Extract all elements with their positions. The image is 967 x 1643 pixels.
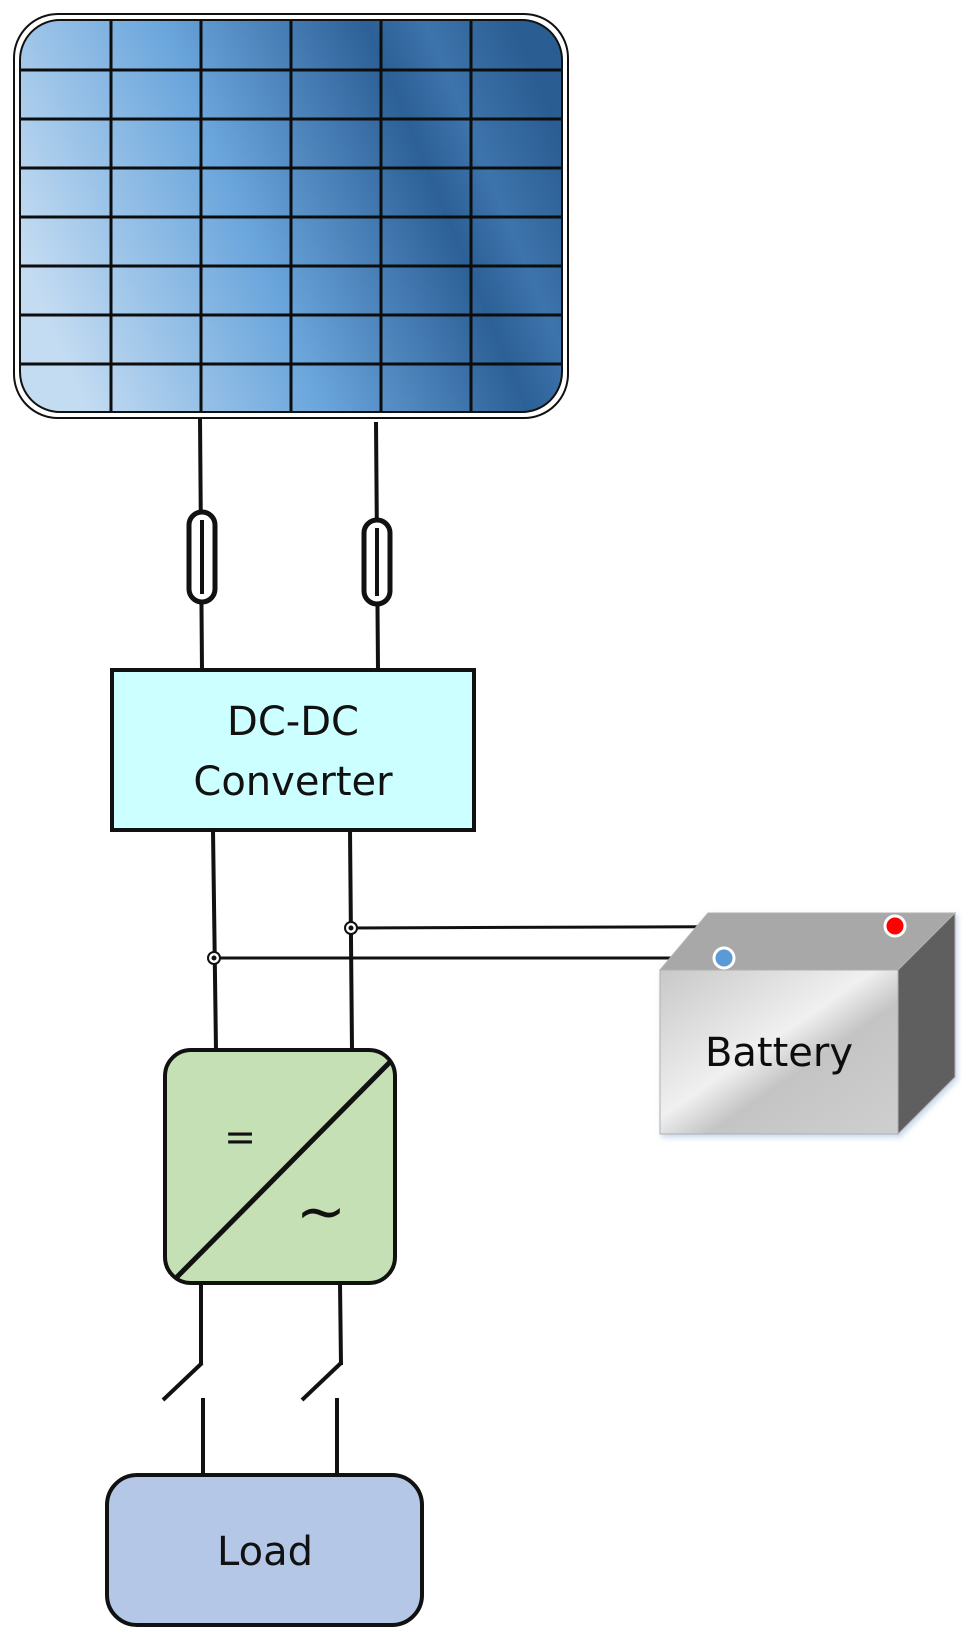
inverter-diagonal — [174, 1060, 392, 1280]
fuse-right — [361, 517, 393, 607]
converter-label-line2: Converter — [193, 759, 393, 805]
inverter-dc-symbol: = — [224, 1115, 256, 1159]
converter-label-line1: DC-DC — [227, 699, 359, 745]
battery: Battery — [658, 911, 957, 1136]
solar-panel-grid — [21, 21, 561, 411]
load: Load — [105, 1473, 424, 1627]
dc-dc-converter: DC-DC Converter — [110, 668, 476, 832]
junction-nodes — [207, 921, 358, 965]
battery-negative-terminal — [712, 946, 736, 970]
switch-left — [161, 1361, 205, 1475]
ac-output-wires — [199, 1282, 343, 1366]
panel-output-wires — [198, 417, 380, 671]
battery-label: Battery — [705, 1030, 853, 1076]
switch-right — [300, 1361, 343, 1475]
battery-positive-terminal — [883, 914, 907, 938]
dc-bus-wires — [211, 829, 354, 1051]
fuse-left — [186, 509, 218, 605]
inverter-ac-symbol: ~ — [296, 1177, 346, 1247]
solar-panel — [13, 13, 569, 419]
battery-front-face — [659, 969, 899, 1135]
load-label: Load — [217, 1529, 313, 1575]
inverter: = ~ — [163, 1048, 397, 1285]
